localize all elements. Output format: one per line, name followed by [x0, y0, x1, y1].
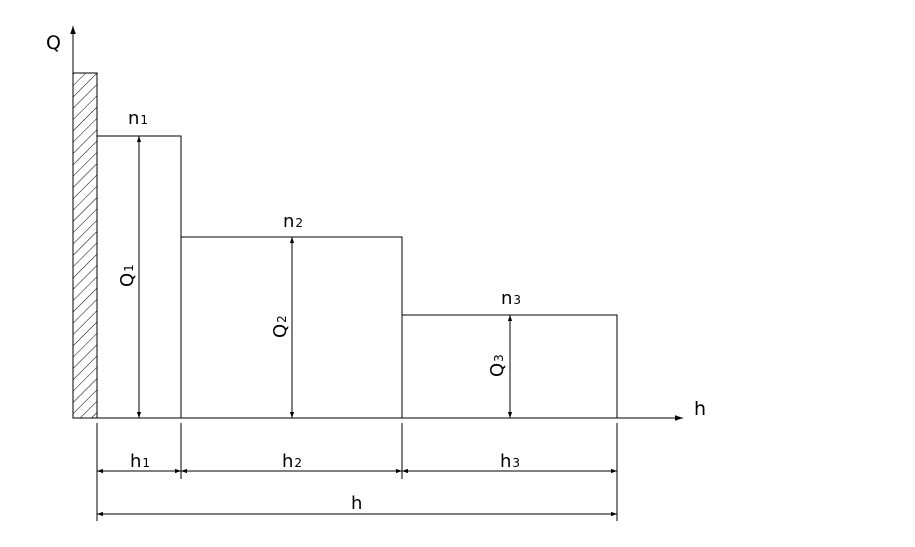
h2-label: h2: [282, 451, 302, 472]
n1-label: n1: [128, 108, 148, 129]
n3-label: n3: [501, 288, 521, 309]
h-total-label: h: [351, 493, 362, 514]
q1-label: Q1: [117, 264, 138, 287]
step-outline: [96, 135, 618, 418]
x-axis-label: h: [694, 398, 706, 420]
n2-label: n2: [283, 211, 303, 232]
q3-label: Q3: [487, 354, 508, 377]
wall-hatch: [72, 72, 98, 419]
h3-label: h3: [500, 451, 520, 472]
y-axis-label: Q: [46, 32, 61, 54]
h1-label: h1: [130, 451, 150, 472]
q2-label: Q2: [270, 315, 291, 338]
